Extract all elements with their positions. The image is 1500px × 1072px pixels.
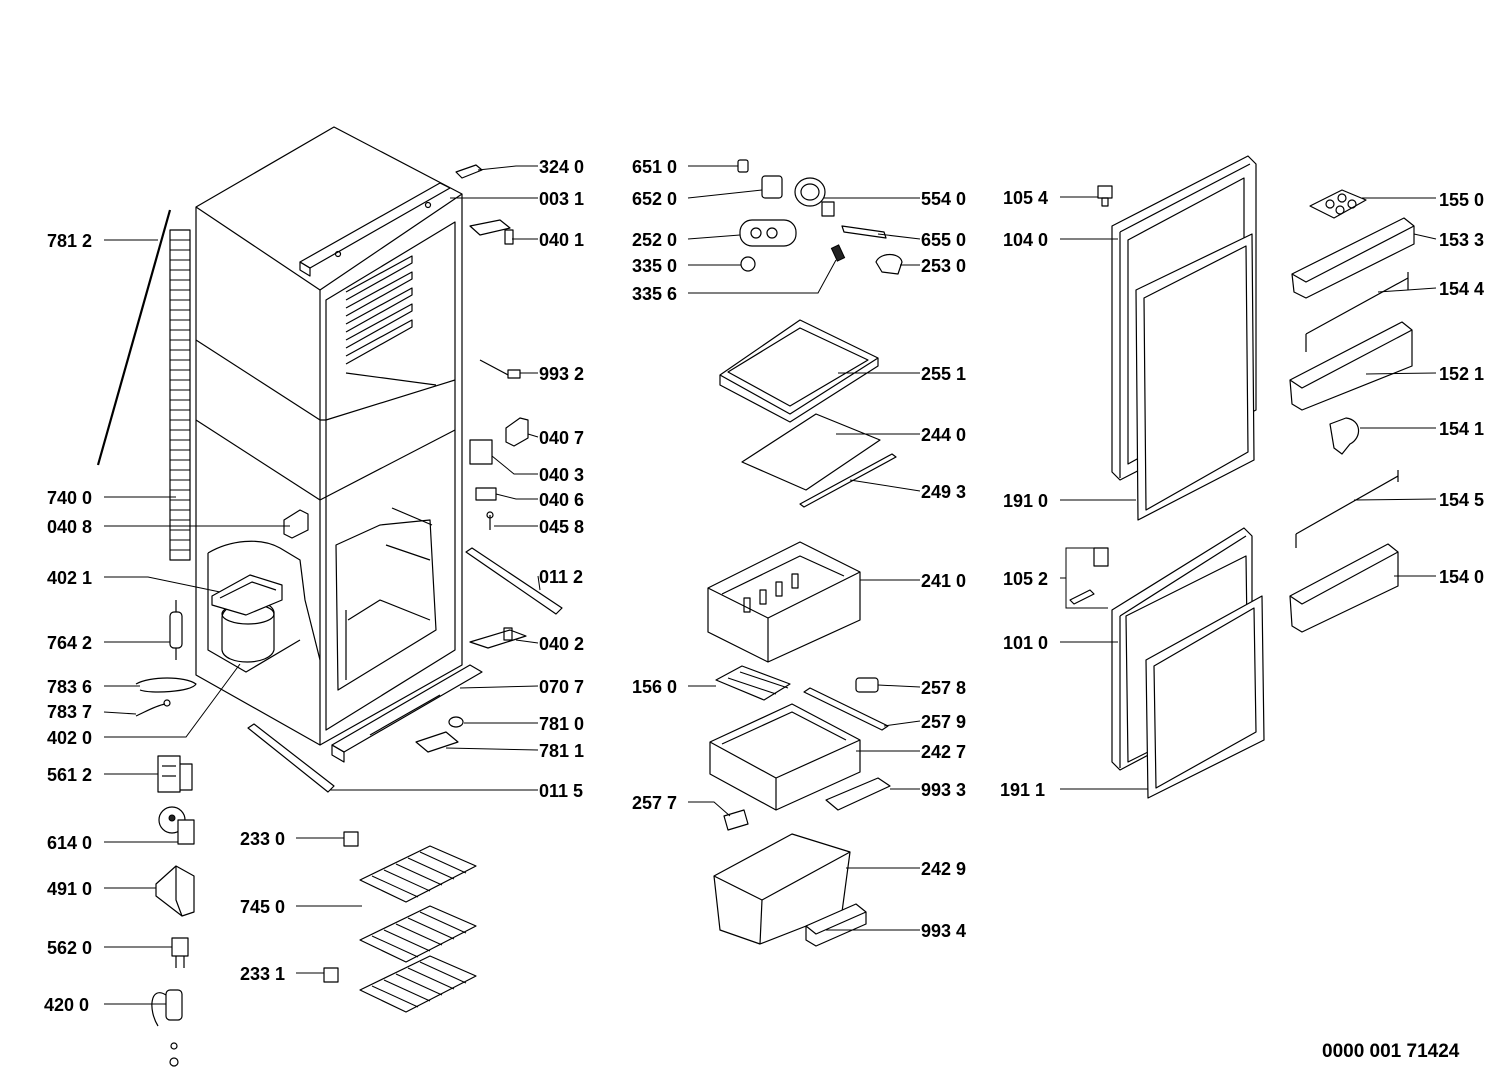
part-label: 420 0	[44, 995, 89, 1015]
part-label: 257 9	[921, 712, 966, 732]
loose-parts-left	[135, 600, 197, 1067]
part-label: 154 1	[1439, 419, 1484, 439]
part-label: 255 1	[921, 364, 966, 384]
part-label: 191 0	[1003, 491, 1048, 511]
freezer-drawers-drawing	[707, 541, 891, 947]
part-label: 040 8	[47, 517, 92, 537]
document-number: 0000 001 71424	[1322, 1041, 1460, 1062]
part-label: 105 4	[1003, 188, 1048, 208]
part-label: 241 0	[921, 571, 966, 591]
part-labels: 781 2 740 0 040 8 402 1 764 2 783 6 783 …	[44, 157, 1484, 1062]
part-label: 993 2	[539, 364, 584, 384]
part-label: 257 8	[921, 678, 966, 698]
part-label: 152 1	[1439, 364, 1484, 384]
part-label: 783 6	[47, 677, 92, 697]
part-label: 993 3	[921, 780, 966, 800]
part-label: 745 0	[240, 897, 285, 917]
part-label: 191 1	[1000, 780, 1045, 800]
cabinet-fittings	[247, 164, 563, 793]
part-label: 249 3	[921, 482, 966, 502]
compressor-drawing	[211, 574, 283, 663]
part-label: 335 0	[632, 256, 677, 276]
part-label: 402 0	[47, 728, 92, 748]
part-label: 764 2	[47, 633, 92, 653]
part-label: 655 0	[921, 230, 966, 250]
part-label: 154 0	[1439, 567, 1484, 587]
fridge-cabinet-drawing	[96, 126, 483, 763]
part-label: 155 0	[1439, 190, 1484, 210]
part-label: 104 0	[1003, 230, 1048, 250]
part-label: 040 1	[539, 230, 584, 250]
freezer-door-drawing	[1069, 527, 1265, 799]
fridge-shelves-drawing	[719, 319, 897, 508]
part-label: 253 0	[921, 256, 966, 276]
part-label: 242 7	[921, 742, 966, 762]
part-label: 783 7	[47, 702, 92, 722]
part-label: 252 0	[632, 230, 677, 250]
fridge-door-drawing	[1097, 155, 1257, 521]
part-label: 781 0	[539, 714, 584, 734]
part-label: 040 3	[539, 465, 584, 485]
part-label: 491 0	[47, 879, 92, 899]
part-label: 244 0	[921, 425, 966, 445]
part-label: 561 2	[47, 765, 92, 785]
part-label: 154 5	[1439, 490, 1484, 510]
part-label: 781 1	[539, 741, 584, 761]
part-label: 614 0	[47, 833, 92, 853]
part-label: 011 2	[539, 567, 583, 587]
part-label: 153 3	[1439, 230, 1484, 250]
part-label: 562 0	[47, 938, 92, 958]
part-label: 040 6	[539, 490, 584, 510]
part-label: 233 0	[240, 829, 285, 849]
part-label: 335 6	[632, 284, 677, 304]
part-label: 040 7	[539, 428, 584, 448]
part-label: 652 0	[632, 189, 677, 209]
door-shelves-drawing	[1289, 189, 1415, 633]
leader-lines	[103, 165, 1437, 1005]
part-label: 011 5	[539, 781, 583, 801]
part-label: 324 0	[539, 157, 584, 177]
part-label: 993 4	[921, 921, 966, 941]
control-panel-parts	[737, 159, 903, 275]
part-label: 233 1	[240, 964, 285, 984]
part-label: 070 7	[539, 677, 584, 697]
part-label: 156 0	[632, 677, 677, 697]
part-label: 101 0	[1003, 633, 1048, 653]
part-label: 257 7	[632, 793, 677, 813]
part-label: 045 8	[539, 517, 584, 537]
part-label: 402 1	[47, 568, 92, 588]
part-label: 781 2	[47, 231, 92, 251]
part-label: 003 1	[539, 189, 584, 209]
part-label: 242 9	[921, 859, 966, 879]
part-label: 040 2	[539, 634, 584, 654]
part-label: 740 0	[47, 488, 92, 508]
part-label: 554 0	[921, 189, 966, 209]
freezer-wire-shelves-drawing	[323, 831, 477, 1013]
part-label: 651 0	[632, 157, 677, 177]
part-label: 105 2	[1003, 569, 1048, 589]
part-label: 154 4	[1439, 279, 1484, 299]
